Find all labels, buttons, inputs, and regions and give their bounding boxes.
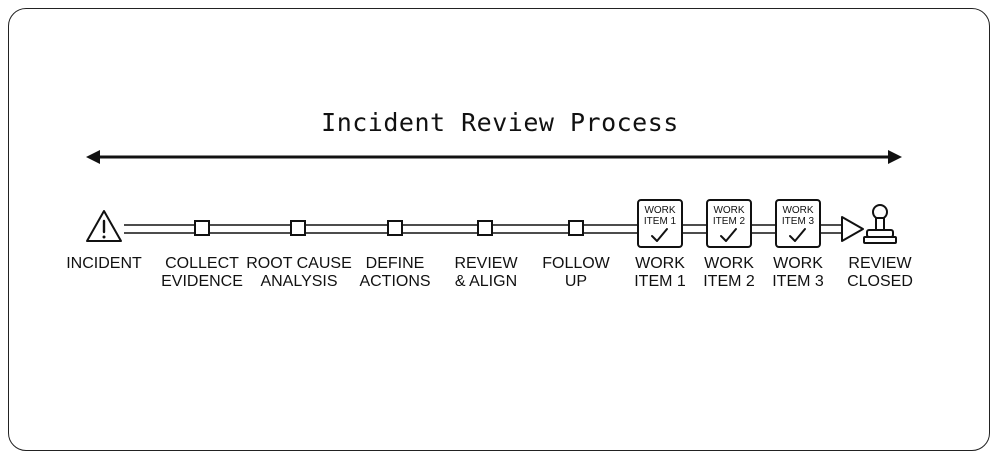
work-item-2-box [706, 199, 752, 248]
arrow-head-icon [841, 216, 864, 242]
warning-icon [86, 210, 122, 242]
checkmark-icon [789, 228, 806, 242]
work-item-2-box-text: WORK ITEM 2 [712, 205, 746, 227]
step-label-work-item-1: WORK ITEM 1 [634, 255, 686, 290]
work-item-1-box [637, 199, 683, 248]
work-item-1-box-text: WORK ITEM 1 [643, 205, 677, 227]
step-label-work-item-3: WORK ITEM 3 [772, 255, 824, 290]
node-define-actions [387, 220, 403, 236]
span-arrow [86, 150, 902, 164]
node-collect-evidence [194, 220, 210, 236]
step-label-follow-up: FOLLOW UP [542, 255, 610, 290]
diagram-title: Incident Review Process [321, 108, 679, 137]
node-follow-up [568, 220, 584, 236]
node-root-cause-analysis [290, 220, 306, 236]
step-label-root-cause-analysis: ROOT CAUSE ANALYSIS [246, 255, 352, 290]
step-label-work-item-2: WORK ITEM 2 [703, 255, 755, 290]
checkmark-icon [720, 228, 737, 242]
work-item-3-box-text: WORK ITEM 3 [781, 205, 815, 227]
work-item-3-box [775, 199, 821, 248]
stamp-icon [863, 204, 897, 244]
step-label-incident: INCIDENT [66, 255, 142, 272]
step-label-collect-evidence: COLLECT EVIDENCE [161, 255, 243, 290]
step-label-define-actions: DEFINE ACTIONS [359, 255, 431, 290]
checkmark-icon [651, 228, 668, 242]
step-label-review-align: REVIEW & ALIGN [454, 255, 518, 290]
node-review-align [477, 220, 493, 236]
step-label-review-closed: REVIEW CLOSED [847, 255, 913, 290]
